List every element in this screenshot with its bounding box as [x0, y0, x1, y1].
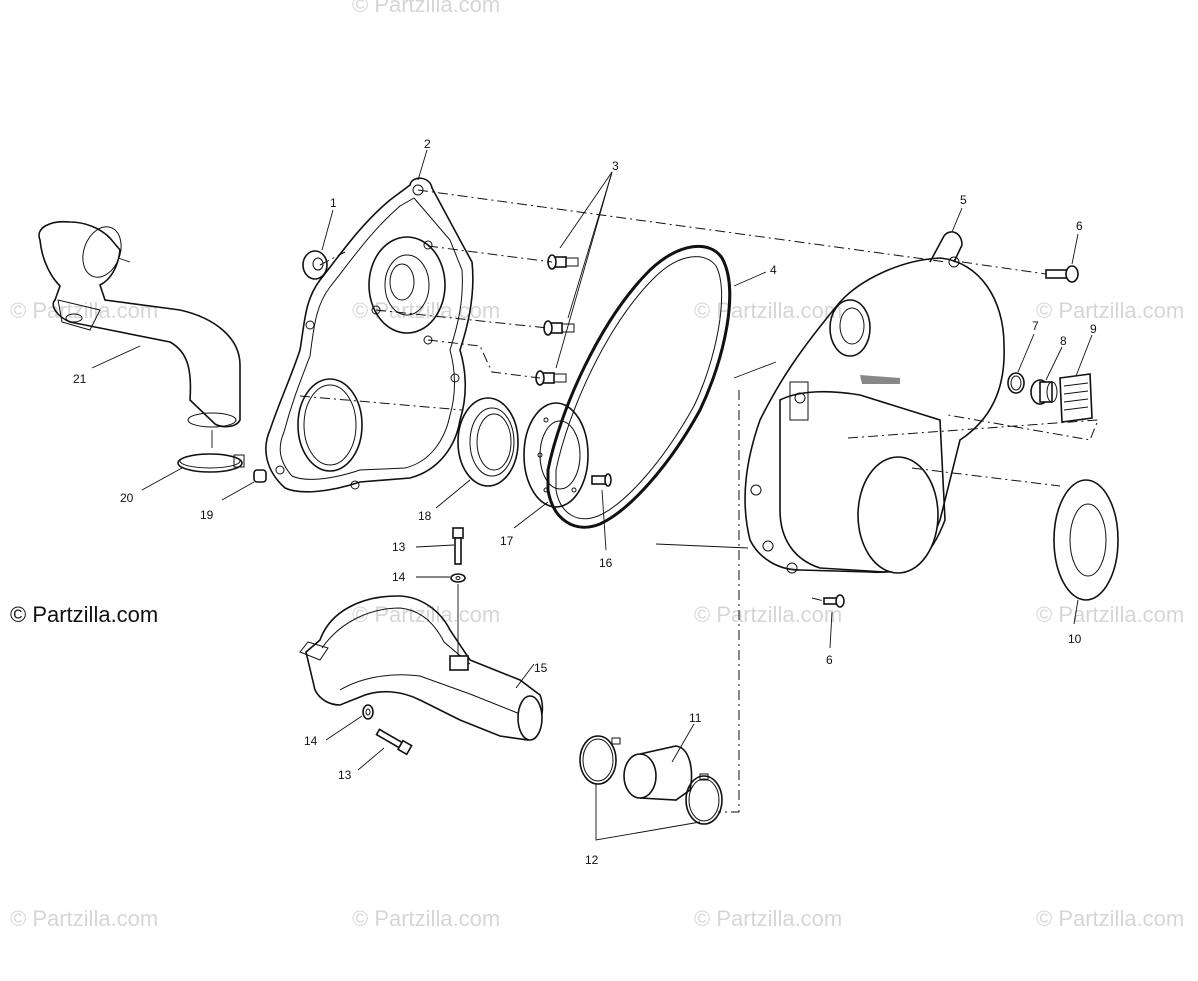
part-9-decal — [1059, 373, 1093, 423]
callout-16: 16 — [599, 556, 613, 570]
callout-4: 4 — [770, 263, 777, 277]
callout-2: 2 — [424, 137, 431, 151]
watermark: © Partzilla.com — [694, 298, 842, 323]
part-20-clamp — [177, 430, 245, 473]
brand-label: © Partzilla.com — [10, 602, 158, 627]
part-2-inner-cover — [265, 177, 474, 493]
part-21-intake-duct — [38, 220, 241, 428]
part-1-bushing — [302, 250, 328, 280]
watermark: © Partzilla.com — [1036, 602, 1184, 627]
callout-18: 18 — [418, 509, 432, 523]
part-15-outlet-duct — [299, 595, 544, 741]
callout-15: 15 — [534, 661, 548, 675]
leader-lines — [91, 149, 1093, 841]
callout-7: 7 — [1032, 319, 1039, 333]
part-16-screw — [591, 473, 612, 487]
assembly-lines — [299, 189, 1099, 813]
part-18-seal — [457, 397, 519, 487]
callout-14: 14 — [392, 570, 406, 584]
watermark: © Partzilla.com — [694, 602, 842, 627]
callout-9: 9 — [1090, 322, 1097, 336]
callout-labels: 2 1 3 4 5 6 7 8 9 10 6 11 12 13 14 15 14… — [73, 137, 1097, 867]
callout-13: 13 — [392, 540, 406, 554]
callout-17: 17 — [500, 534, 514, 548]
watermark: © Partzilla.com — [694, 906, 842, 931]
callout-13-lower: 13 — [338, 768, 352, 782]
watermark: © Partzilla.com — [10, 298, 158, 323]
callout-21: 21 — [73, 372, 87, 386]
watermark: © Partzilla.com — [352, 906, 500, 931]
watermark: © Partzilla.com — [352, 0, 500, 17]
callout-6: 6 — [1076, 219, 1083, 233]
callout-20: 20 — [120, 491, 134, 505]
part-7-o-ring — [1007, 372, 1025, 394]
part-11-boot — [623, 745, 693, 801]
watermark-layer: © Partzilla.com © Partzilla.com © Partzi… — [10, 0, 1184, 931]
watermark: © Partzilla.com — [10, 906, 158, 931]
watermark: © Partzilla.com — [1036, 298, 1184, 323]
part-10-gasket — [1053, 479, 1119, 601]
watermark: © Partzilla.com — [1036, 906, 1184, 931]
part-14-washers — [362, 573, 466, 720]
part-8-plug — [1030, 379, 1058, 405]
part-12-clamps — [579, 735, 723, 825]
callout-10: 10 — [1068, 632, 1082, 646]
callout-19: 19 — [200, 508, 214, 522]
part-4-belt — [546, 244, 732, 529]
watermark: © Partzilla.com — [352, 602, 500, 627]
part-19-grommet — [253, 469, 267, 483]
callout-12: 12 — [585, 853, 599, 867]
part-17-flange — [523, 402, 589, 508]
part-13-bolts — [375, 527, 464, 756]
callout-8: 8 — [1060, 334, 1067, 348]
callout-14-lower: 14 — [304, 734, 318, 748]
callout-5: 5 — [960, 193, 967, 207]
callout-6-lower: 6 — [826, 653, 833, 667]
callout-3: 3 — [612, 159, 619, 173]
callout-11: 11 — [689, 711, 702, 725]
callout-1: 1 — [330, 196, 337, 210]
part-5-outer-cover — [744, 231, 1005, 574]
